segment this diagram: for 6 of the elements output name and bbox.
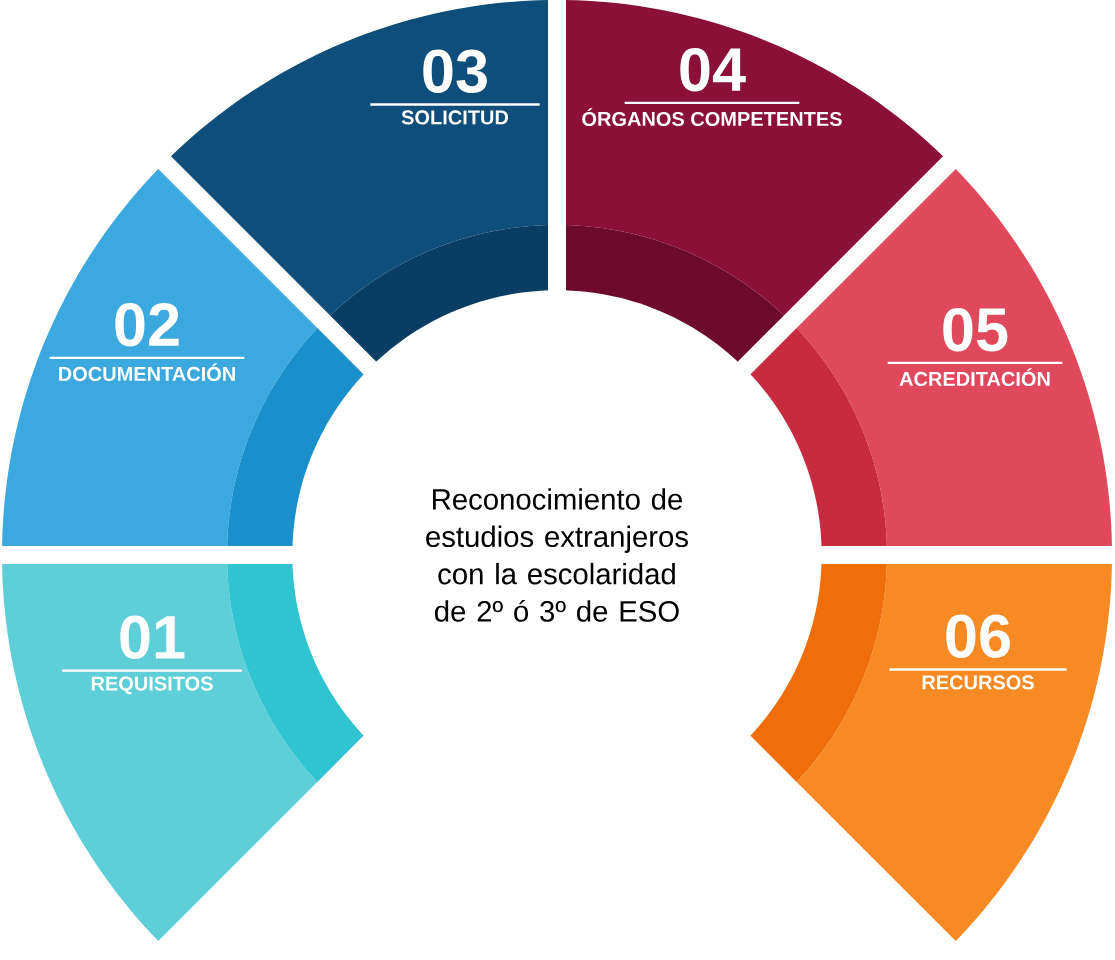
ring-segment: 05 ACREDITACIÓN	[747, 168, 1112, 546]
ring-segment: 04 ÓRGANOS COMPETENTES	[566, 0, 944, 365]
node-label: Reconocimiento de estudios extranjeros con la escolaridad de 2º ó 3º de ESO	[426, 488, 688, 622]
ring-segment: 06 RECURSOS	[747, 564, 1112, 942]
ring-segment: 02 DOCUMENTACIÓN	[2, 168, 367, 546]
ring-segment: 01 REQUISITOS	[2, 564, 367, 942]
